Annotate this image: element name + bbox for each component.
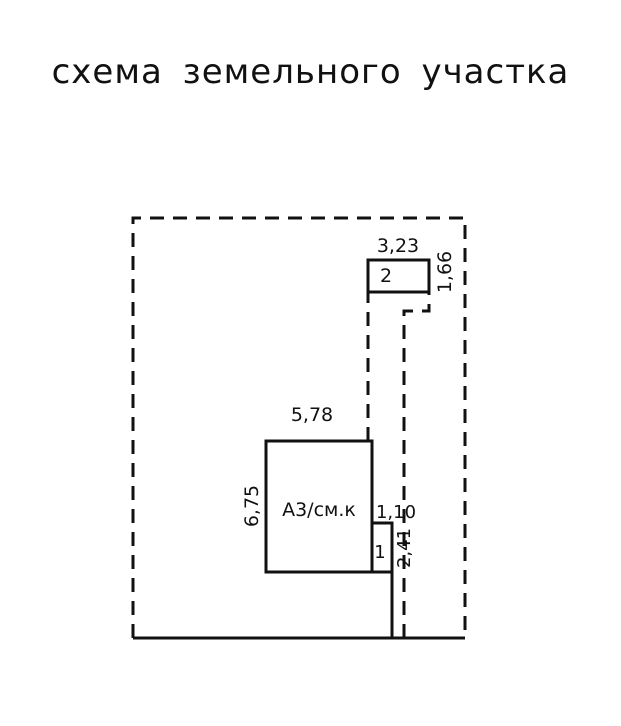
- house-name-label: А3/см.к: [282, 499, 356, 521]
- annex-2-height-label: 1,66: [434, 251, 456, 293]
- page-title: схема земельного участка: [51, 52, 570, 92]
- annex-2-width-label: 3,23: [377, 235, 419, 257]
- house: [264, 439, 374, 574]
- annex-1: [370, 521, 394, 574]
- passage-right-edge: [402, 292, 431, 638]
- annex-2-number-label: 2: [380, 265, 392, 287]
- annex-1-width-label: 1,10: [376, 502, 416, 523]
- plot-boundary: [131, 216, 467, 638]
- house-width-label: 5,78: [291, 404, 333, 426]
- annex-1-height-label: 2,41: [394, 528, 415, 568]
- annex-1-number-label: 1: [374, 542, 385, 563]
- house-height-label: 6,75: [241, 485, 263, 527]
- annex-2: [366, 258, 431, 294]
